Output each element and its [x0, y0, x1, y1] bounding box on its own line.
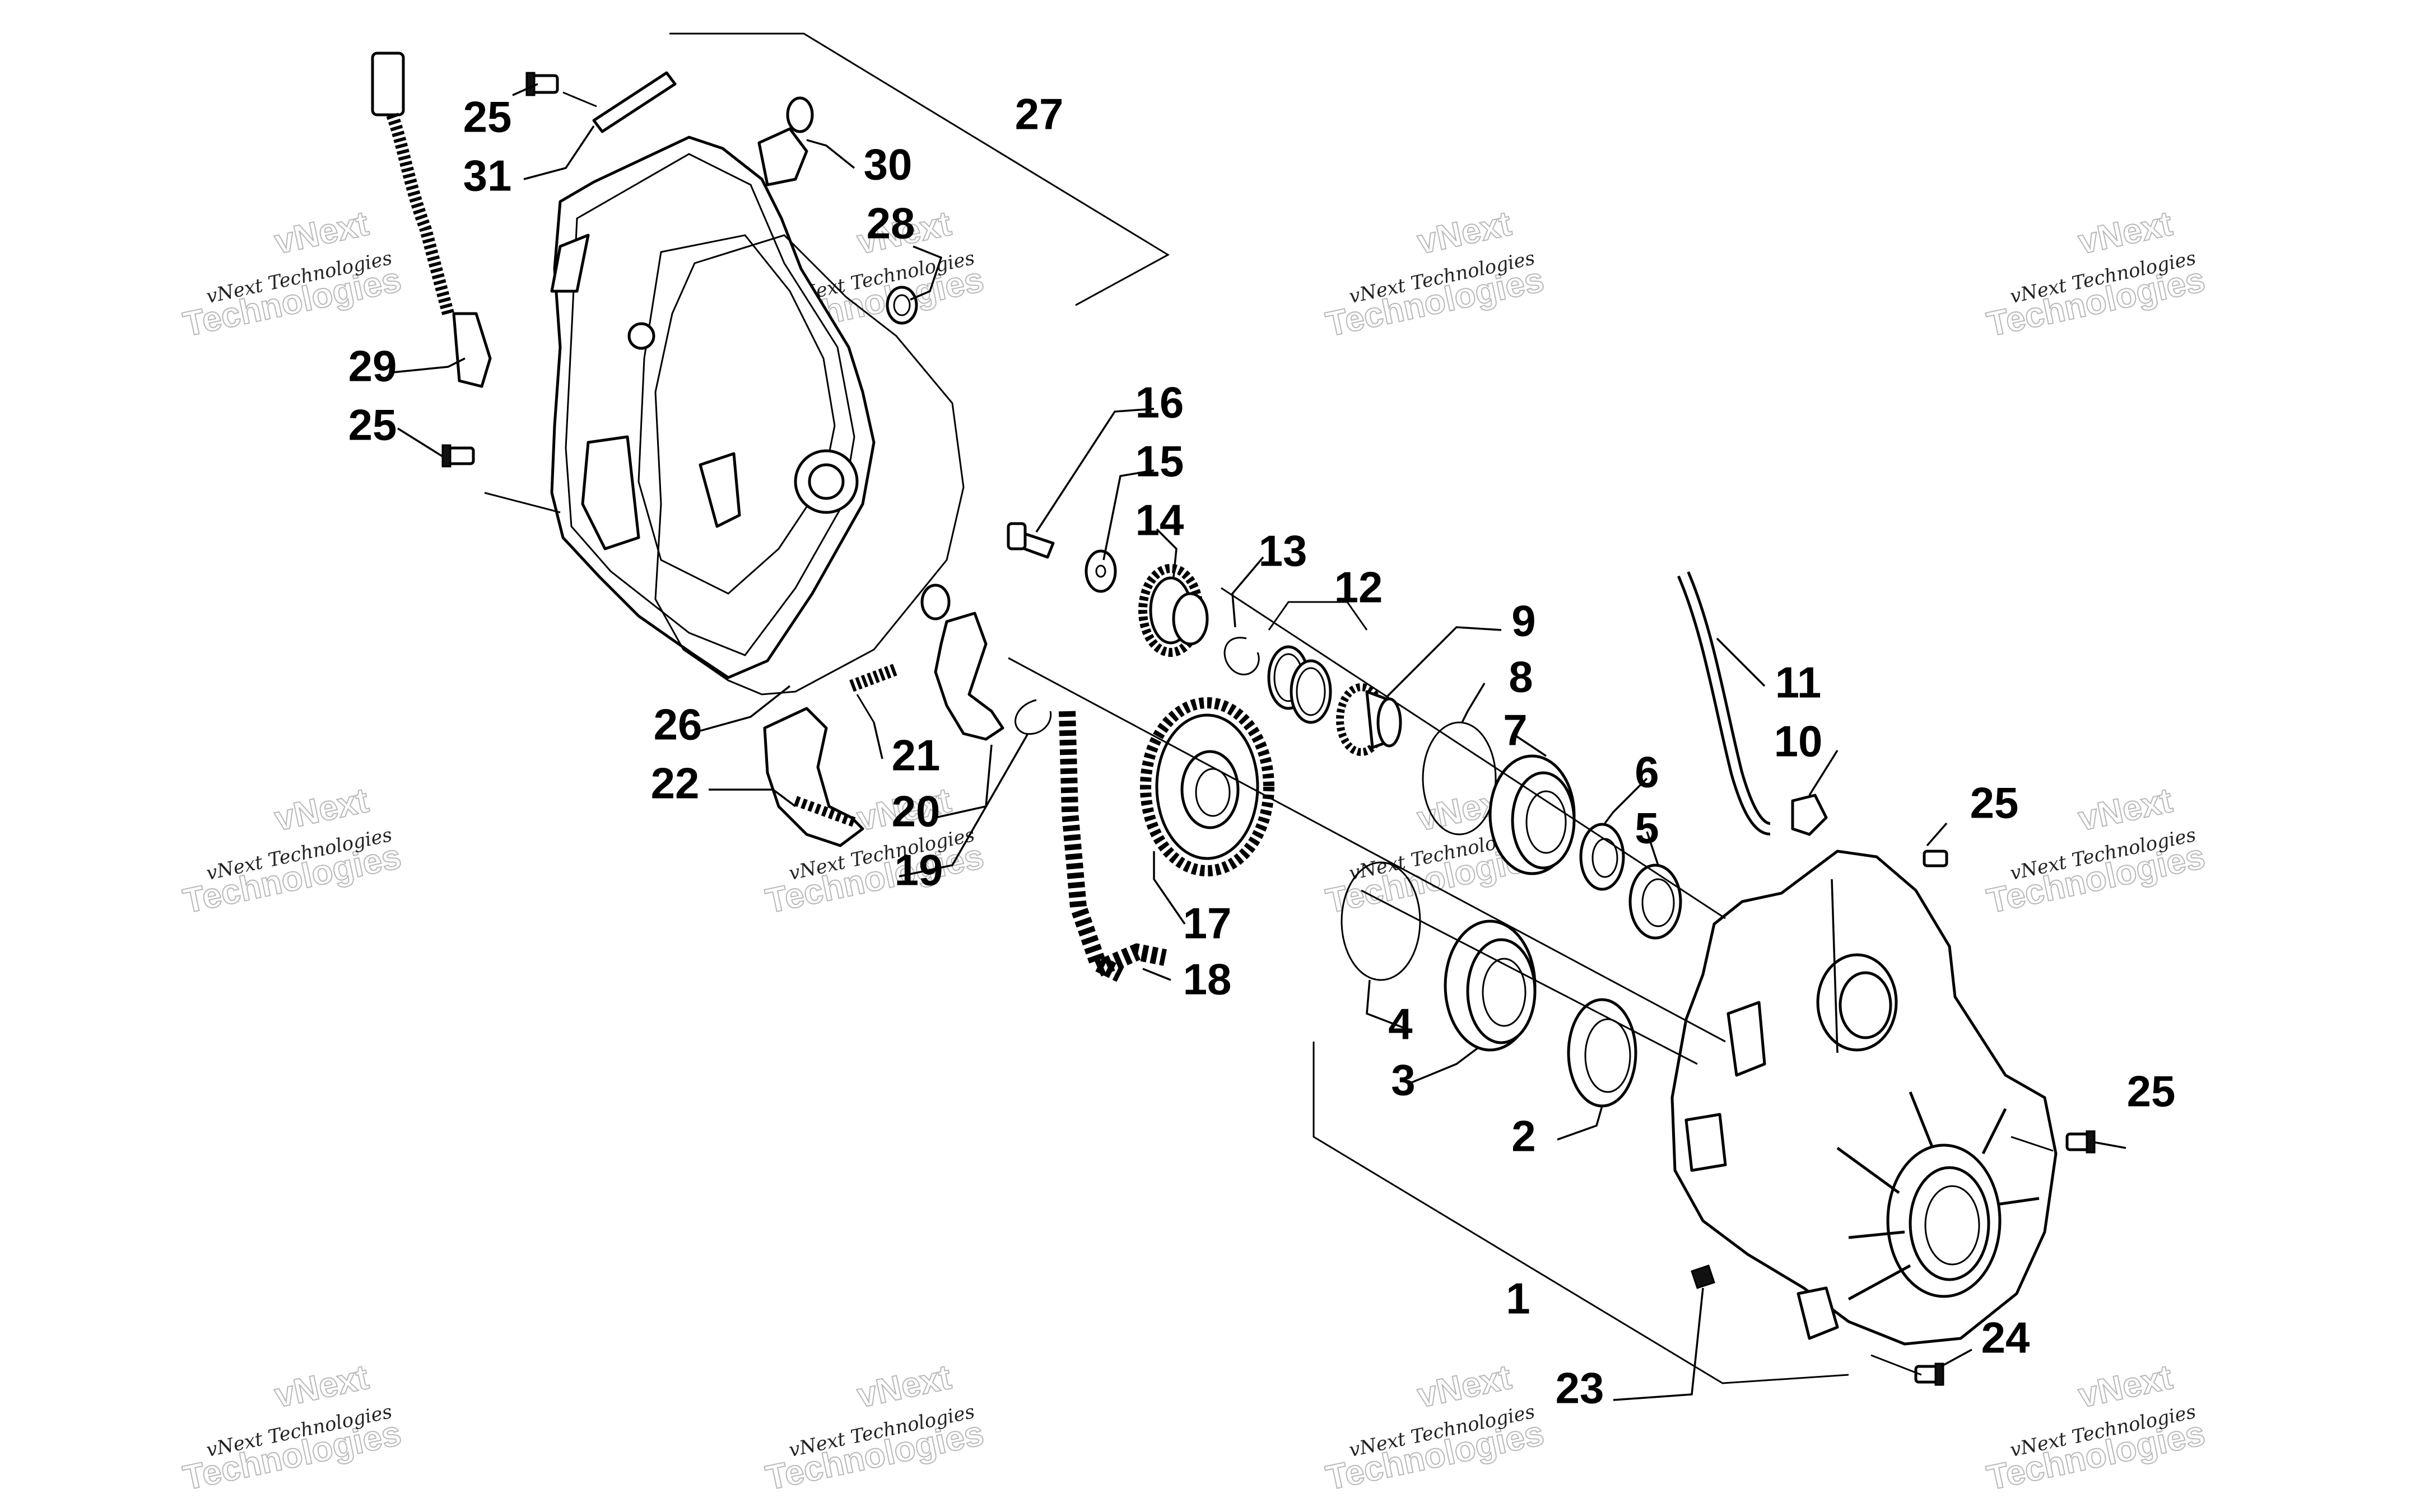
watermark-badge: vNext	[1414, 1358, 1515, 1416]
callout-15: 15	[1135, 437, 1184, 486]
callout-27: 27	[1015, 90, 1064, 139]
vent-hose-11	[1677, 571, 1771, 836]
callout-28: 28	[867, 199, 915, 248]
screw-25-top	[525, 72, 559, 96]
callout-12: 12	[1334, 563, 1383, 612]
drive-chain-18	[1059, 711, 1167, 982]
seal-5	[1628, 864, 1682, 940]
watermark-badge: vNext	[2075, 781, 2176, 839]
bearing-3	[1444, 920, 1537, 1052]
callout-24: 24	[1981, 1313, 2030, 1362]
callout-22: 22	[651, 759, 700, 808]
bolt-16	[1007, 522, 1055, 559]
watermark-badge: vNext	[1414, 204, 1515, 262]
fitting-10	[1791, 794, 1828, 836]
callout-25-right-upper: 25	[1970, 778, 2019, 828]
ring-6	[1579, 823, 1625, 891]
plug-28	[886, 286, 918, 325]
drive-sprocket-14	[1138, 564, 1209, 657]
callout-8: 8	[1509, 652, 1533, 702]
plug-23	[1691, 1264, 1715, 1289]
watermark-badge: vNext	[2075, 1358, 2176, 1416]
chaincase-cover	[550, 136, 876, 679]
o-ring-8	[1422, 721, 1497, 836]
callout-6: 6	[1635, 748, 1659, 797]
tensioner-arm-20	[920, 584, 1004, 741]
cap-30	[757, 96, 814, 186]
callout-23: 23	[1556, 1364, 1604, 1413]
watermark-badge: vNext	[2075, 204, 2176, 262]
screw-25-left	[441, 444, 475, 468]
dipstick-31	[592, 71, 677, 133]
snap-ring-19	[1014, 699, 1052, 735]
bracket-1	[1313, 1042, 1849, 1384]
bracket-12	[1268, 601, 1368, 631]
callout-18: 18	[1183, 955, 1232, 1004]
screw-25-right-lower	[2065, 1130, 2096, 1154]
cover-gasket	[654, 234, 965, 696]
callout-5: 5	[1635, 804, 1659, 853]
watermark-badge: vNext	[271, 781, 372, 839]
spring-21	[849, 663, 899, 723]
callout-10: 10	[1774, 717, 1823, 766]
callout-4: 4	[1388, 1000, 1412, 1049]
callout-21: 21	[892, 731, 941, 780]
callout-16: 16	[1135, 378, 1184, 427]
watermark-badge: vNext	[271, 1358, 372, 1416]
callout-14: 14	[1135, 496, 1184, 545]
chain-tensioner-22	[763, 707, 864, 847]
callout-20: 20	[892, 787, 941, 836]
bracket-27	[669, 32, 1170, 306]
callout-13: 13	[1259, 526, 1307, 576]
callout-11: 11	[1775, 658, 1821, 707]
callout-31: 31	[463, 151, 512, 200]
washer-15	[1085, 549, 1117, 593]
callout-25-right-lower: 25	[2127, 1067, 2176, 1116]
callout-3: 3	[1391, 1056, 1415, 1105]
callout-1: 1	[1506, 1274, 1530, 1323]
callout-26: 26	[654, 700, 702, 749]
gear-9	[1336, 683, 1402, 756]
watermark-badge: vNext	[854, 1358, 955, 1416]
callout-30: 30	[864, 140, 913, 189]
callout-2: 2	[1511, 1112, 1535, 1161]
callout-numbers: 1 2 3 4 5 6 7 8 9 10 11 12 13 14 15 16 1…	[348, 90, 2176, 1413]
screw-24	[1914, 1362, 1944, 1386]
assembly-axis-lines	[484, 91, 2054, 1376]
bearing-7	[1488, 754, 1576, 875]
callout-19: 19	[895, 846, 943, 895]
chaincase-housing-1	[1670, 850, 2058, 1346]
callout-25-top: 25	[463, 92, 512, 142]
callout-25-left: 25	[348, 400, 397, 450]
callout-17: 17	[1183, 899, 1232, 948]
callout-7: 7	[1503, 706, 1527, 755]
leader-lines	[392, 83, 2126, 1401]
screw-25-right-upper	[1923, 850, 1948, 867]
snap-ring-13	[1223, 637, 1260, 676]
speed-sensor-29	[371, 52, 492, 388]
callout-9: 9	[1511, 596, 1535, 646]
callout-29: 29	[348, 342, 397, 391]
watermark-badge: vNext	[271, 204, 372, 262]
shims-12	[1267, 645, 1332, 724]
